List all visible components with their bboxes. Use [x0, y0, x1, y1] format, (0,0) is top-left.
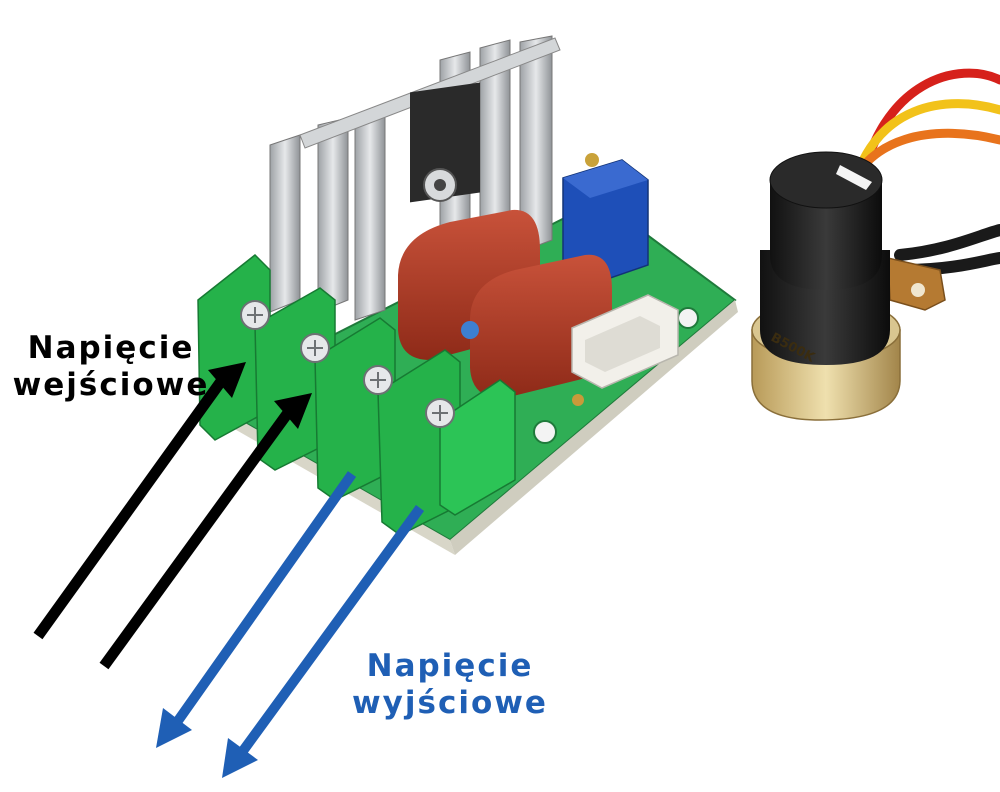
- input-voltage-label-line1: Napięcie: [27, 330, 195, 366]
- output-voltage-label: Napięcie wyjściowe: [330, 648, 570, 721]
- arrow-down-left-icon: [222, 738, 258, 778]
- arrow-up-right-icon: [33, 376, 227, 640]
- arrow-up-right-icon: [274, 393, 312, 429]
- jst-connector: [571, 294, 679, 389]
- output-voltage-label-line2: wyjściowe: [352, 684, 548, 721]
- arrow-up-right-icon: [208, 362, 246, 398]
- arrow-up-right-icon: [99, 406, 295, 670]
- output-arrows: [156, 471, 425, 778]
- heatsink: [269, 35, 561, 321]
- arrow-down-left-icon: [170, 471, 357, 728]
- input-arrows: [33, 362, 312, 670]
- arrow-down-left-icon: [235, 505, 425, 758]
- input-voltage-label: Napięcie wejściowe: [0, 330, 222, 403]
- input-voltage-label-line2: wejściowe: [12, 366, 210, 403]
- potentiometer: [751, 151, 946, 421]
- output-voltage-label-line1: Napięcie: [366, 648, 534, 684]
- trimmer-potentiometer: [562, 153, 649, 286]
- arrow-down-left-icon: [156, 708, 192, 748]
